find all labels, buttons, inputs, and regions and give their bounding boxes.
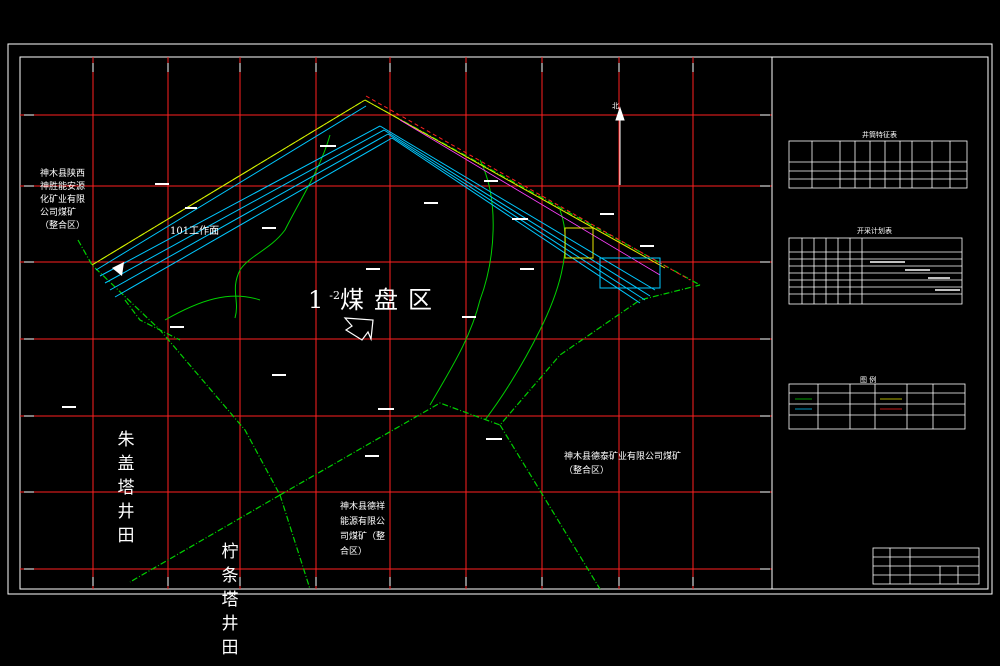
survey-marks xyxy=(62,145,654,457)
inner-frame xyxy=(19,56,989,590)
plan-table-title: 开采计划表 xyxy=(857,227,892,235)
field-label-zhugaita: 朱盖塔井田 xyxy=(117,430,135,546)
coordinate-grid xyxy=(20,57,772,589)
shaft-table-title: 井筒特征表 xyxy=(862,131,897,139)
roadway-bundle xyxy=(91,95,691,304)
mine-label-right: 神木县德泰矿业有限公司煤矿（整合区） xyxy=(564,452,682,476)
legend-table xyxy=(788,383,966,430)
entry-arrow-icon xyxy=(112,262,124,276)
shaft-feature-table xyxy=(788,140,968,189)
mine-label-bottom: 神木县德祥能源有限公司煤矿（整合区） xyxy=(340,502,386,557)
zone-label: 1-2煤盘区 xyxy=(308,280,442,315)
workface-label: 101工作面 xyxy=(170,226,220,237)
zone-label-superscript: -2 xyxy=(329,289,340,302)
north-label: 北 xyxy=(612,102,619,110)
mining-plan-table xyxy=(788,237,963,305)
grid-ticks xyxy=(24,63,770,586)
flow-arrow-icon xyxy=(343,317,374,342)
title-block xyxy=(872,547,980,585)
north-arrow-icon xyxy=(615,106,625,185)
contour-lines xyxy=(164,134,566,421)
zone-label-text: 煤盘区 xyxy=(340,286,442,314)
mine-label-left: 神木县陕西神胜能安源化矿业有限公司煤矿（整合区） xyxy=(40,169,86,231)
field-boundaries xyxy=(77,99,701,590)
outer-frame xyxy=(7,43,993,595)
zone-label-number: 1 xyxy=(308,286,330,314)
field-label-ningtiaota: 柠条塔井田 xyxy=(221,542,239,658)
legend-table-title: 图 例 xyxy=(860,376,877,384)
